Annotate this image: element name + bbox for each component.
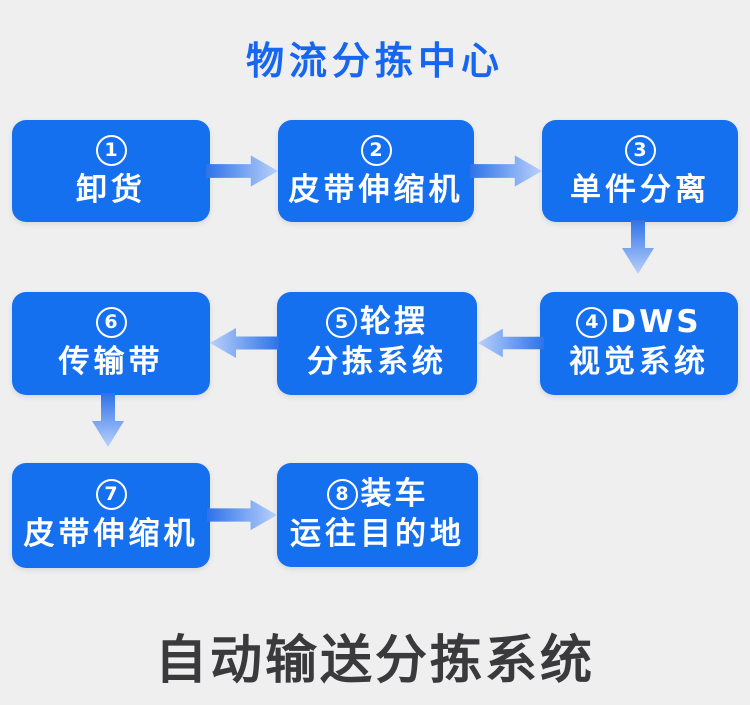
- flow-box-step-2: 2 皮带伸缩机: [278, 120, 474, 222]
- flow-box-step-8: 8 装车 运往目的地: [277, 463, 478, 567]
- flow-box-label: 单件分离: [570, 171, 710, 208]
- arrow-right-2-to-3: [470, 155, 543, 187]
- flow-box-step-1: 1 卸货: [12, 120, 210, 222]
- step-title: 轮摆: [360, 304, 428, 341]
- step-number: 2: [360, 134, 392, 166]
- arrow-down-3-to-4: [622, 220, 654, 274]
- arrow-left-4-to-5: [477, 328, 544, 358]
- step-number: 7: [95, 479, 127, 511]
- flow-box-line1: 4 DWS: [576, 304, 702, 341]
- flow-box-label: 皮带伸缩机: [288, 171, 464, 208]
- flow-box-label: 运往目的地: [290, 515, 465, 552]
- flow-box-line1: 2: [360, 134, 392, 166]
- flow-box-label: 传输带: [58, 344, 164, 381]
- step-number: 4: [576, 307, 608, 339]
- flow-box-label: 视觉系统: [569, 344, 709, 381]
- step-title: 装车: [360, 475, 429, 512]
- flow-box-line1: 7: [95, 479, 127, 511]
- flow-box-line1: 5 轮摆: [326, 304, 428, 341]
- flow-box-line1: 6: [95, 307, 127, 339]
- step-number: 1: [95, 134, 127, 166]
- page-title: 物流分拣中心: [245, 39, 504, 83]
- flow-box-line1: 8 装车: [326, 475, 429, 512]
- flow-box-label: 分拣系统: [307, 344, 447, 381]
- flow-box-step-3: 3 单件分离: [542, 120, 738, 222]
- arrow-right-7-to-8: [207, 499, 278, 531]
- flow-box-step-7: 7 皮带伸缩机: [12, 463, 210, 568]
- flow-box-label: 卸货: [76, 171, 146, 208]
- step-title: DWS: [610, 304, 702, 341]
- step-number: 3: [624, 134, 656, 166]
- step-number: 5: [326, 307, 357, 339]
- flow-box-step-5: 5 轮摆 分拣系统: [277, 292, 477, 395]
- flow-box-step-6: 6 传输带: [12, 292, 210, 395]
- footer-title: 自动输送分拣系统: [154, 631, 595, 691]
- step-number: 8: [326, 478, 358, 510]
- arrow-right-1-to-2: [206, 155, 279, 187]
- arrow-down-6-to-7: [92, 393, 124, 447]
- flow-box-line1: 3: [624, 134, 656, 166]
- step-number: 6: [95, 307, 127, 339]
- flow-box-label: 皮带伸缩机: [23, 516, 199, 553]
- flow-box-step-4: 4 DWS 视觉系统: [540, 292, 738, 395]
- arrow-left-5-to-6: [209, 328, 279, 358]
- flow-box-line1: 1: [95, 134, 127, 166]
